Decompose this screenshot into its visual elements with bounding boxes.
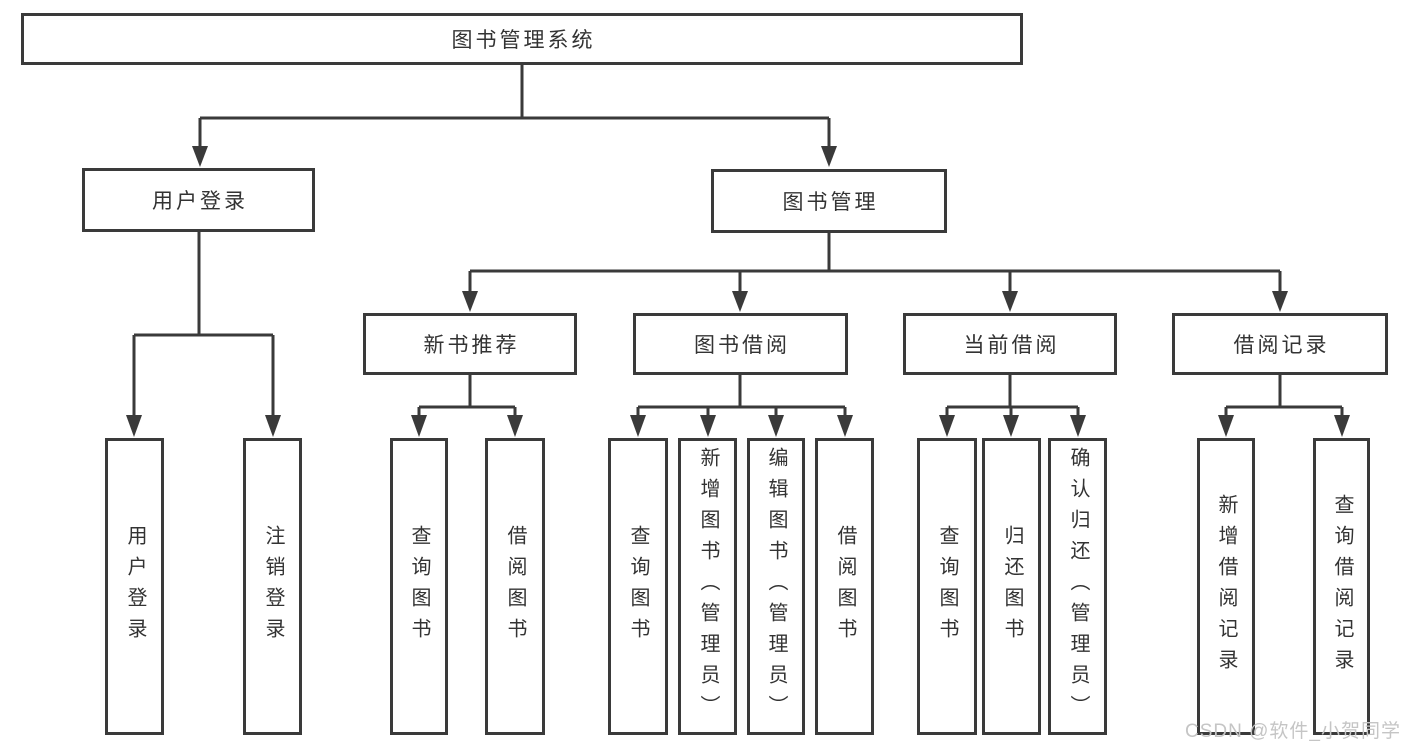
arrow-book-borrowing [732,291,748,312]
arrow-current-borrowing [1002,291,1018,312]
arrow-leaf-user-login [126,415,142,437]
arrow-leaf-borrow-2 [837,415,853,437]
node-leaf-confirm-return-admin: 确认归还（管理员） [1048,438,1107,735]
node-leaf-query-books-recommend: 查询图书 [390,438,448,735]
node-new-book-recommendation: 新书推荐 [363,313,577,375]
node-root-library-system: 图书管理系统 [21,13,1023,65]
node-leaf-logout: 注销登录 [243,438,302,735]
csdn-watermark: CSDN @软件_小贺同学 [1185,721,1401,742]
node-leaf-query-books-borrowing: 查询图书 [608,438,668,735]
arrow-leaf-add-books [700,415,716,437]
node-leaf-edit-books-admin: 编辑图书（管理员） [747,438,805,735]
arrow-leaf-add-record [1218,415,1234,437]
node-leaf-query-books-current: 查询图书 [917,438,977,735]
arrow-borrow-records [1272,291,1288,312]
node-book-borrowing: 图书借阅 [633,313,848,375]
node-borrowing-records: 借阅记录 [1172,313,1388,375]
arrow-new-books [462,291,478,312]
node-book-management: 图书管理 [711,169,947,233]
arrow-leaf-logout [265,415,281,437]
arrow-leaf-return-books [1003,415,1019,437]
node-leaf-query-borrow-record: 查询借阅记录 [1313,438,1370,735]
arrow-user-login [192,146,208,167]
arrow-leaf-query-2 [630,415,646,437]
arrow-book-mgmt [821,146,837,167]
node-leaf-borrow-books-recommend: 借阅图书 [485,438,545,735]
arrow-leaf-query-record [1334,415,1350,437]
arrow-leaf-confirm-return [1070,415,1086,437]
node-leaf-add-borrow-record: 新增借阅记录 [1197,438,1255,735]
arrow-leaf-borrow-1 [507,415,523,437]
arrow-leaf-query-1 [411,415,427,437]
node-leaf-add-books-admin: 新增图书（管理员） [678,438,737,735]
node-user-login: 用户登录 [82,168,315,232]
node-current-borrowing: 当前借阅 [903,313,1117,375]
arrow-leaf-query-3 [939,415,955,437]
node-leaf-return-books: 归还图书 [982,438,1041,735]
node-leaf-borrow-books-borrowing: 借阅图书 [815,438,874,735]
arrow-leaf-edit-books [768,415,784,437]
node-leaf-user-login: 用户登录 [105,438,164,735]
